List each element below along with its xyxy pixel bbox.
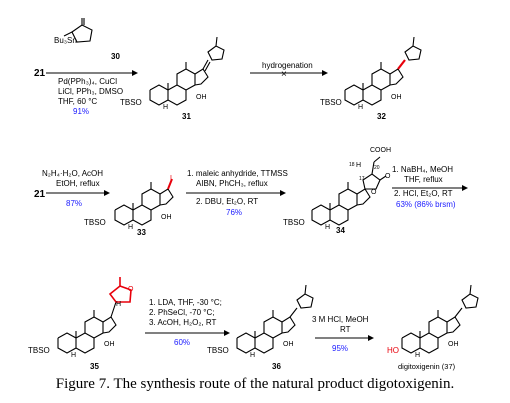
- arrowhead-2: [322, 70, 328, 76]
- cond-5-line1: 1. LDA, THF, -30 °C;: [149, 298, 222, 307]
- reagent-30-number: 30: [111, 52, 120, 61]
- row1: 21 Bu₃Sn 30 Pd(PPh₃)₄, CuCl LiCl, PPh₃, …: [34, 18, 422, 121]
- hydrogenation-label: hydrogenation: [262, 61, 313, 70]
- row3: O H TBSO H OH 35 1. LDA, THF, -30 °C; 2.…: [28, 277, 479, 371]
- cpd34-n17: 17: [359, 176, 365, 182]
- cpd34-o1: O: [385, 173, 391, 180]
- compound-35-structure: [57, 277, 132, 354]
- cpd36-oh: OH: [283, 341, 294, 348]
- cpd32-oh: OH: [391, 94, 402, 101]
- cond-4-line3: 2. HCl, Et₂O, RT: [394, 189, 453, 198]
- cpd35-tbso: TBSO: [28, 346, 50, 355]
- cond-5-line3: 3. AcOH, H₂O₂, RT: [149, 318, 217, 327]
- cpd34-n18: 18: [349, 162, 355, 168]
- cpd34-o2: O: [371, 189, 377, 196]
- arrowhead-3: [104, 190, 110, 196]
- yield-4: 63% (86% brsm): [396, 200, 456, 209]
- arrowhead-7: [368, 335, 374, 341]
- row2: N₂H₄·H₂O, AcOH EtOH, reflux 21 87% I TBS…: [34, 147, 468, 237]
- failed-mark: ×: [281, 69, 287, 80]
- cond-1-line3: THF, 60 °C: [58, 97, 97, 106]
- cpd35-o: O: [128, 286, 134, 293]
- compound-31-structure: [149, 36, 225, 106]
- final-name: digitoxigenin (37): [398, 362, 456, 371]
- cpd33-tbso: TBSO: [84, 218, 106, 227]
- cond-3-line2: AIBN, PhCH₃, reflux: [196, 179, 268, 188]
- yield-1: 91%: [73, 107, 89, 116]
- compound-33-structure: [114, 178, 174, 226]
- cpd32-number: 32: [377, 112, 386, 121]
- cond-3-line3: 2. DBU, Et₂O, RT: [196, 197, 258, 206]
- cond-4-line1: 1. NaBH₄, MeOH: [392, 165, 453, 174]
- cpd34-number: 34: [336, 226, 345, 235]
- cpd33-iodide: I: [170, 175, 172, 182]
- arrowhead-6: [224, 330, 230, 336]
- yield-2: 87%: [66, 199, 82, 208]
- cpd34-h: H: [325, 224, 330, 231]
- cpd32-tbso: TBSO: [320, 98, 342, 107]
- cpd35-h-side: H: [116, 301, 121, 308]
- reagent-30-structure: [63, 18, 93, 43]
- final-h: H: [415, 352, 420, 359]
- final-ho: HO: [387, 346, 399, 355]
- compound-37-structure: [401, 284, 479, 354]
- cpd34-n20: 20: [374, 165, 380, 171]
- cond-2-line2: EtOH, reflux: [56, 179, 100, 188]
- cpd33-number: 33: [137, 228, 146, 237]
- cond-2-line1: N₂H₄·H₂O, AcOH: [42, 169, 103, 178]
- cond-1-line1: Pd(PPh₃)₄, CuCl: [58, 77, 117, 86]
- cpd32-h: H: [358, 104, 363, 111]
- cpd34-tbso: TBSO: [283, 218, 305, 227]
- start-label-21b: 21: [34, 189, 46, 200]
- cpd35-oh: OH: [104, 341, 115, 348]
- reagent-30-tin: Bu₃Sn: [54, 36, 77, 45]
- cond-6-line1: 3 M HCl, MeOH: [312, 315, 369, 324]
- final-oh: OH: [448, 341, 459, 348]
- arrowhead-1: [132, 70, 138, 76]
- start-label-21: 21: [34, 68, 46, 79]
- cond-5-line2: 2. PhSeCl, -70 °C;: [149, 308, 214, 317]
- cpd34-h-top: H: [356, 162, 361, 169]
- cpd34-cooh: COOH: [370, 147, 391, 154]
- cpd36-tbso: TBSO: [207, 346, 229, 355]
- cpd31-number: 31: [182, 112, 191, 121]
- cpd33-h: H: [128, 224, 133, 231]
- cpd36-number: 36: [272, 362, 281, 371]
- yield-3: 76%: [226, 208, 242, 217]
- cpd31-oh: OH: [196, 94, 207, 101]
- cpd31-tbso: TBSO: [120, 98, 142, 107]
- yield-6: 95%: [332, 344, 348, 353]
- cond-1-line2: LiCl, PPh₃, DMSO: [58, 87, 123, 96]
- arrowhead-5: [462, 185, 468, 191]
- yield-5: 60%: [174, 338, 190, 347]
- cond-4-line2: THF, reflux: [404, 175, 443, 184]
- cpd35-h: H: [71, 352, 76, 359]
- compound-32-structure: [344, 36, 422, 106]
- cpd36-h: H: [250, 352, 255, 359]
- figure-caption: Figure 7. The synthesis route of the nat…: [55, 376, 455, 392]
- compound-36-structure: [236, 284, 314, 354]
- cond-3-line1: 1. maleic anhydride, TTMSS: [187, 169, 288, 178]
- cpd35-number: 35: [90, 362, 99, 371]
- compound-34-structure: [311, 156, 387, 226]
- cond-6-line2: RT: [340, 325, 351, 334]
- arrowhead-4: [280, 190, 286, 196]
- cpd31-h: H: [163, 104, 168, 111]
- cpd33-oh: OH: [161, 214, 172, 221]
